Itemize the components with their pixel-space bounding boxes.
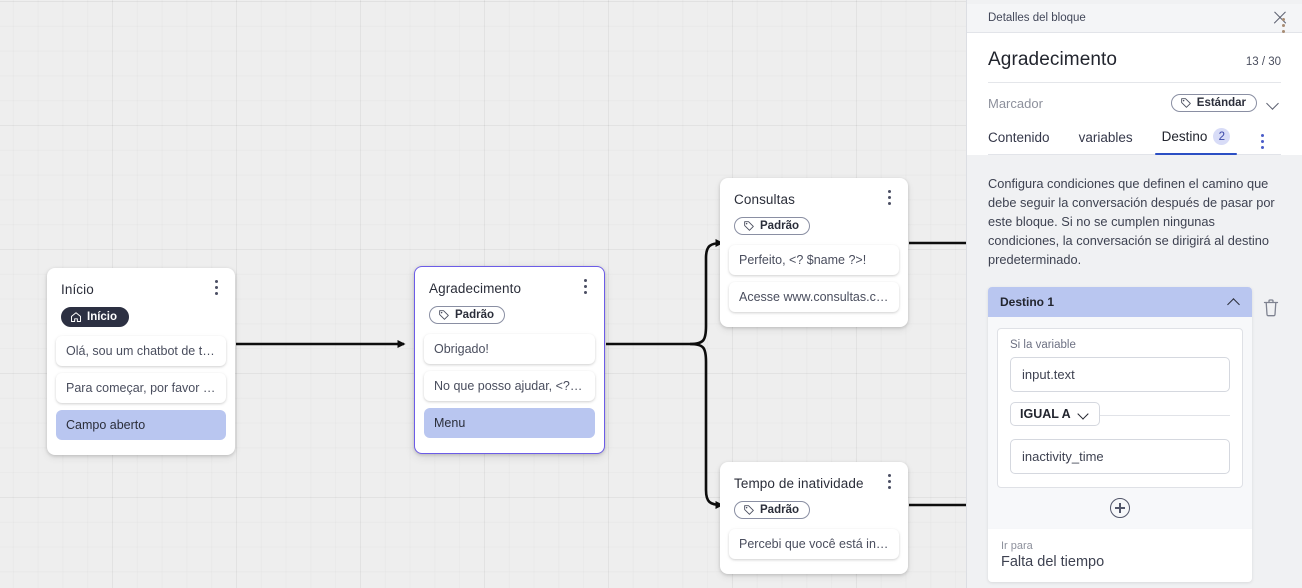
marker-label: Marcador [988,95,1043,111]
chevron-down-icon[interactable] [1265,95,1281,111]
tab-contenido[interactable]: Contenido [988,124,1050,154]
condition-label: Si la variable [1010,339,1076,351]
destination-header[interactable]: Destino 1 [988,287,1252,317]
tag-icon [439,310,449,320]
node-tag-row: Padrão [720,492,908,523]
node-row[interactable]: Menu [424,408,595,438]
node-header: Tempo de inatividade [720,462,908,492]
node-tag-label: Padrão [455,309,494,321]
block-details-panel: Detalles del bloque Agradecimento 13 / 3… [966,0,1302,588]
home-icon [71,312,81,322]
flow-node-tempo-de-inatividade[interactable]: Tempo de inatividade Padrão Percebi que … [720,462,908,574]
node-rows: Percebi que você está inativo. C... [720,523,908,559]
panel-tabs: Contenido variables Destino 2 [988,122,1281,155]
trash-icon[interactable] [1261,297,1281,319]
node-header: Consultas [720,178,908,208]
node-row[interactable]: Percebi que você está inativo. C... [729,529,899,559]
node-menu-icon[interactable] [881,190,897,208]
panel-body-top: Agradecimento 13 / 30 Marcador Estándar … [967,33,1302,155]
tab-label: Contenido [988,130,1050,145]
node-row[interactable]: Olá, sou um chatbot de teste! [56,336,226,366]
node-header: Início [47,268,235,298]
chevron-down-icon [1078,408,1090,420]
node-menu-icon[interactable] [208,280,224,298]
destination-hint-text: Configura condiciones que definen el cam… [988,176,1275,267]
add-condition-row [988,488,1252,529]
node-title: Início [61,282,94,297]
node-title: Tempo de inatividade [734,476,864,491]
node-tag[interactable]: Padrão [734,501,810,519]
node-rows: Obrigado! No que posso ajudar, <? $name … [415,328,604,438]
node-row[interactable]: Para começar, por favor digite o ... [56,373,226,403]
node-tag-label: Início [87,311,118,323]
panel-header-title: Detalles del bloque [988,12,1086,24]
node-row[interactable]: No que posso ajudar, <? $name ... [424,371,595,401]
marker-value-label: Estándar [1196,97,1246,109]
tab-label: variables [1078,130,1133,145]
goto-text-group: Ir para Falta del tiempo [1001,540,1104,570]
operator-row: IGUAL A [1010,402,1230,429]
block-title-row: Agradecimento 13 / 30 [988,33,1281,83]
plus-circle-icon[interactable] [1110,498,1130,518]
destination-header-label: Destino 1 [1000,295,1055,309]
goto-label: Ir para [1001,540,1033,552]
marker-value-chip[interactable]: Estándar [1170,94,1257,112]
node-tag[interactable]: Padrão [429,306,505,324]
operator-select[interactable]: IGUAL A [1010,402,1100,426]
node-header: Agradecimento [415,267,604,297]
goto-card[interactable]: Ir para Falta del tiempo [988,18,1285,582]
node-row[interactable]: Acesse www.consultas.com par... [729,282,899,312]
condition-box: Si la variable input.text IGUAL A inacti… [997,328,1243,488]
tag-icon [744,505,754,515]
variable-field[interactable]: input.text [1010,357,1230,392]
kebab-menu-icon[interactable] [1254,134,1270,152]
node-tag-row: Padrão [415,297,604,328]
goto-value: Falta del tiempo [1001,554,1105,570]
operator-label: IGUAL A [1020,407,1071,421]
node-title: Consultas [734,192,795,207]
node-rows: Perfeito, <? $name ?>! Acesse www.consul… [720,239,908,312]
marker-row: Marcador Estándar [988,83,1281,122]
panel-scroll-area[interactable]: Configura condiciones que definen el cam… [967,18,1302,588]
flow-node-consultas[interactable]: Consultas Padrão Perfeito, <? $name ?>! … [720,178,908,327]
node-tag-label: Padrão [760,220,799,232]
flow-canvas[interactable]: Início Início Olá, sou um chatbot de tes… [0,0,966,588]
node-row[interactable]: Campo aberto [56,410,226,440]
tab-label: Destino [1161,129,1208,144]
node-tag[interactable]: Início [61,307,130,327]
node-tag[interactable]: Padrão [734,217,810,235]
node-tag-row: Padrão [720,208,908,239]
node-tag-row: Início [47,298,235,330]
node-row[interactable]: Perfeito, <? $name ?>! [729,245,899,275]
panel-header: Detalles del bloque [967,4,1302,33]
flow-node-inicio[interactable]: Início Início Olá, sou um chatbot de tes… [47,268,235,455]
node-title: Agradecimento [429,281,522,296]
tab-destino[interactable]: Destino 2 [1154,122,1238,155]
node-menu-icon[interactable] [881,474,897,492]
destination-block: Destino 1 Si la variable input.text IGUA… [988,18,1285,582]
tag-icon [1180,98,1191,108]
node-tag-label: Padrão [760,504,799,516]
node-row[interactable]: Obrigado! [424,334,595,364]
destination-card: Destino 1 Si la variable input.text IGUA… [988,18,1285,582]
node-rows: Olá, sou um chatbot de teste! Para começ… [47,330,235,440]
tab-variables[interactable]: variables [1079,124,1133,154]
char-counter: 13 / 30 [1245,56,1281,68]
tab-badge-count: 2 [1213,128,1231,145]
tag-icon [744,221,754,231]
compare-value-field[interactable]: inactivity_time [1010,439,1230,474]
page-title: Agradecimento [988,49,1118,70]
chevron-up-icon[interactable] [1226,295,1240,309]
flow-node-agradecimento[interactable]: Agradecimento Padrão Obrigado! No que po… [414,266,605,454]
node-menu-icon[interactable] [577,279,593,297]
